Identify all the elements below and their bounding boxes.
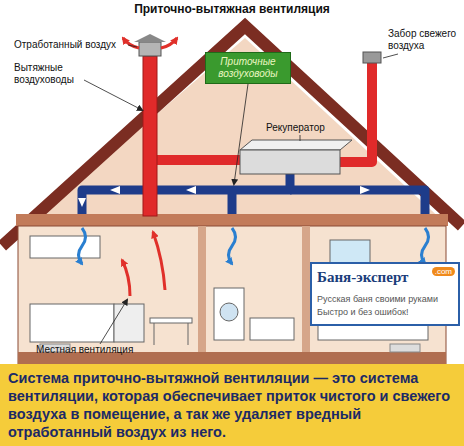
leader-line — [128, 45, 137, 47]
exhaust-air-arrow — [153, 232, 165, 290]
title: Приточно-вытяжная вентиляция — [0, 2, 464, 16]
fresh-air-duct — [340, 62, 372, 162]
supply-air-arrow — [229, 228, 236, 264]
caption: Система приточно-вытяжной вентиляции — э… — [0, 364, 464, 446]
exhaust-duct — [157, 155, 240, 165]
exhaust-pipe — [143, 56, 157, 216]
leader-line — [84, 80, 142, 110]
washer — [214, 288, 244, 340]
partition-wall — [302, 226, 310, 354]
recuperator-top — [240, 140, 352, 150]
attic-space — [20, 38, 444, 232]
leader-line — [234, 84, 248, 184]
leader-line — [383, 54, 398, 58]
exhaust-arrow — [161, 38, 177, 48]
duct-flow-arrow — [110, 186, 120, 194]
part-label: Рекуператор — [266, 122, 356, 133]
ceiling-slab — [16, 214, 448, 226]
duct-flow-arrow — [186, 186, 196, 194]
local-exhaust-arrow — [122, 260, 130, 296]
supply-duct — [228, 190, 237, 214]
part-label: Вытяжные воздуховоды — [14, 62, 94, 86]
duct-flow-arrow — [78, 198, 86, 207]
supply-duct — [82, 174, 290, 214]
roof-fan — [139, 42, 161, 56]
node-text: Приточные воздуховоды — [206, 56, 290, 80]
supply-duct — [290, 190, 425, 214]
part-label: Отработанный воздух — [14, 39, 132, 50]
air-intake — [363, 52, 381, 63]
house-wall — [18, 226, 446, 364]
kitchen-cabinet — [30, 236, 100, 258]
partition-wall — [198, 226, 206, 354]
exhaust-arrow — [123, 38, 139, 48]
table-leg — [154, 323, 155, 345]
kitchen-counter — [30, 304, 114, 342]
part-label: Местная вентиляция — [36, 344, 176, 355]
supply-air-arrow — [422, 228, 429, 264]
recuperator — [240, 150, 340, 174]
bathtub — [250, 318, 294, 340]
leader-line — [300, 135, 301, 141]
leader-line — [100, 300, 127, 344]
table-leg — [188, 323, 189, 345]
roof — [2, 26, 462, 246]
duct-callout-box: Приточные воздуховоды — [205, 52, 291, 84]
node-text: Баня-эксперт — [317, 269, 408, 286]
stove — [114, 304, 144, 342]
table — [150, 318, 192, 323]
fan-cap — [134, 34, 166, 42]
radiator — [390, 344, 420, 352]
part-label: Забор свежего воздуха — [388, 28, 462, 52]
duct-flow-arrow — [360, 186, 370, 194]
washer-door — [220, 303, 238, 321]
node-text: .com — [432, 267, 455, 276]
logo-box: Баня-эксперт .comРусская баня своими рука… — [310, 262, 460, 326]
node-text: Быстро и без ошибок! — [317, 307, 408, 317]
node-text: Русская баня своими руками — [317, 294, 438, 304]
supply-air-arrow — [79, 228, 86, 264]
